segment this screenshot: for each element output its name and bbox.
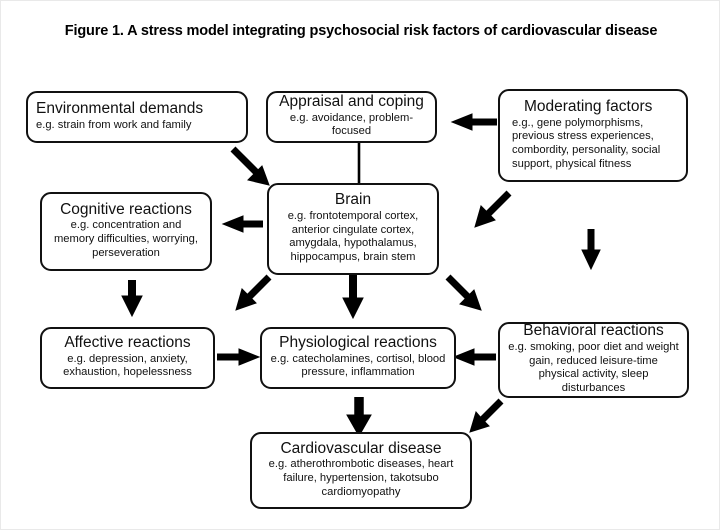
node-cardiovascular-disease[interactable]: Cardiovascular disease e.g. atherothromb… (250, 432, 472, 509)
node-cognitive-reactions-desc: e.g. concentration and memory difficulti… (53, 219, 199, 259)
node-moderating-factors[interactable]: Moderating factors e.g., gene polymorphi… (498, 89, 688, 182)
node-behavioral-reactions-desc: e.g. smoking, poor diet and weight gain,… (508, 341, 679, 395)
node-environmental-demands-desc: e.g. strain from work and family (36, 118, 192, 131)
node-affective-reactions-title: Affective reactions (64, 333, 191, 351)
arrow-moderating-factors-to-brain (474, 190, 512, 228)
arrow-moderating-factors-to-behavioral (581, 229, 601, 271)
node-cognitive-reactions-title: Cognitive reactions (60, 200, 192, 218)
node-moderating-factors-title: Moderating factors (524, 97, 653, 115)
figure-title: Figure 1. A stress model integrating psy… (64, 23, 658, 39)
arrow-cognitive-to-affective (121, 280, 143, 318)
arrow-behavioral-to-cardiovascular (469, 398, 504, 433)
node-affective-reactions-desc: e.g. depression, anxiety, exhaustion, ho… (63, 352, 192, 379)
arrow-brain-to-behavioral (445, 274, 482, 311)
arrow-brain-to-cognitive (221, 215, 263, 233)
node-moderating-factors-desc: e.g., gene polymorphisms, previous stres… (512, 116, 661, 170)
node-cardiovascular-disease-title: Cardiovascular disease (280, 439, 442, 457)
node-brain-title: Brain (334, 191, 372, 209)
arrow-affective-to-physiological (217, 348, 261, 366)
node-brain-desc: e.g. frontotemporal cortex, anterior cin… (287, 210, 419, 264)
node-affective-reactions[interactable]: Affective reactions e.g. depression, anx… (40, 327, 215, 389)
arrow-behavioral-to-physiological (452, 348, 496, 366)
arrow-brain-to-affective (235, 274, 272, 311)
node-appraisal-and-coping-desc: e.g. avoidance, problem-focused (289, 111, 414, 138)
node-cardiovascular-disease-desc: e.g. atherothrombotic diseases, heart fa… (268, 458, 454, 498)
node-behavioral-reactions-title: Behavioral reactions (523, 322, 664, 340)
node-cognitive-reactions[interactable]: Cognitive reactions e.g. concentration a… (40, 192, 212, 271)
node-behavioral-reactions[interactable]: Behavioral reactions e.g. smoking, poor … (498, 322, 689, 398)
node-brain[interactable]: Brain e.g. frontotemporal cortex, anteri… (267, 183, 439, 275)
arrow-brain-to-physiological (342, 275, 364, 320)
arrow-moderating-factors-to-appraisal (450, 113, 497, 131)
node-physiological-reactions[interactable]: Physiological reactions e.g. catecholami… (260, 327, 456, 389)
node-appraisal-and-coping-title: Appraisal and coping (279, 92, 424, 110)
node-environmental-demands-title: Environmental demands (36, 99, 204, 117)
arrow-physiological-to-cardiovascular (346, 397, 372, 438)
arrow-environmental-demands-to-brain (230, 146, 270, 186)
node-environmental-demands[interactable]: Environmental demands e.g. strain from w… (26, 91, 248, 143)
node-physiological-reactions-title: Physiological reactions (279, 333, 437, 351)
node-physiological-reactions-desc: e.g. catecholamines, cortisol, blood pre… (270, 352, 446, 379)
node-appraisal-and-coping[interactable]: Appraisal and coping e.g. avoidance, pro… (266, 91, 437, 143)
